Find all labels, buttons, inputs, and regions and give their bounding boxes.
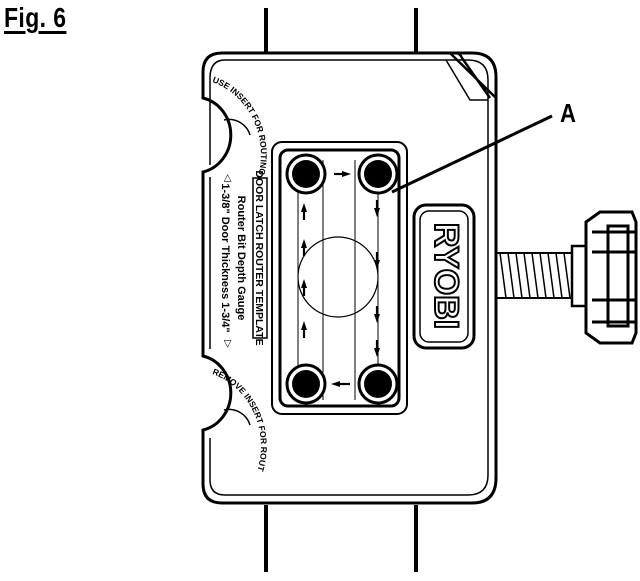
routing-direction-arrow-icon xyxy=(301,171,380,387)
callout-label-a: A xyxy=(560,98,576,128)
insert-cutout-bottom xyxy=(223,408,251,426)
thickness-arrow-end-icon: ▷ xyxy=(222,340,233,348)
callout-leader-line xyxy=(391,114,553,194)
figure-label: Fig. 6 xyxy=(4,2,67,33)
clamp-knob-icon xyxy=(494,210,638,345)
title-box xyxy=(252,177,268,339)
thickness-arrow-start-icon: ◁ xyxy=(222,174,233,182)
brand-logo: RYOBI xyxy=(427,223,465,329)
insert-cutout-top xyxy=(202,97,251,173)
latch-bore-circle xyxy=(297,236,379,318)
depth-gauge-label: Router Bit Depth Gauge xyxy=(235,196,247,321)
template-title: DOOR LATCH ROUTER TEMPLATE xyxy=(253,170,265,345)
brand-plate: RYOBI xyxy=(412,203,476,350)
guide-bushing-icon xyxy=(285,153,399,405)
door-thickness-label: 1-3/8" Door Thickness 1-3/4" xyxy=(219,183,231,332)
